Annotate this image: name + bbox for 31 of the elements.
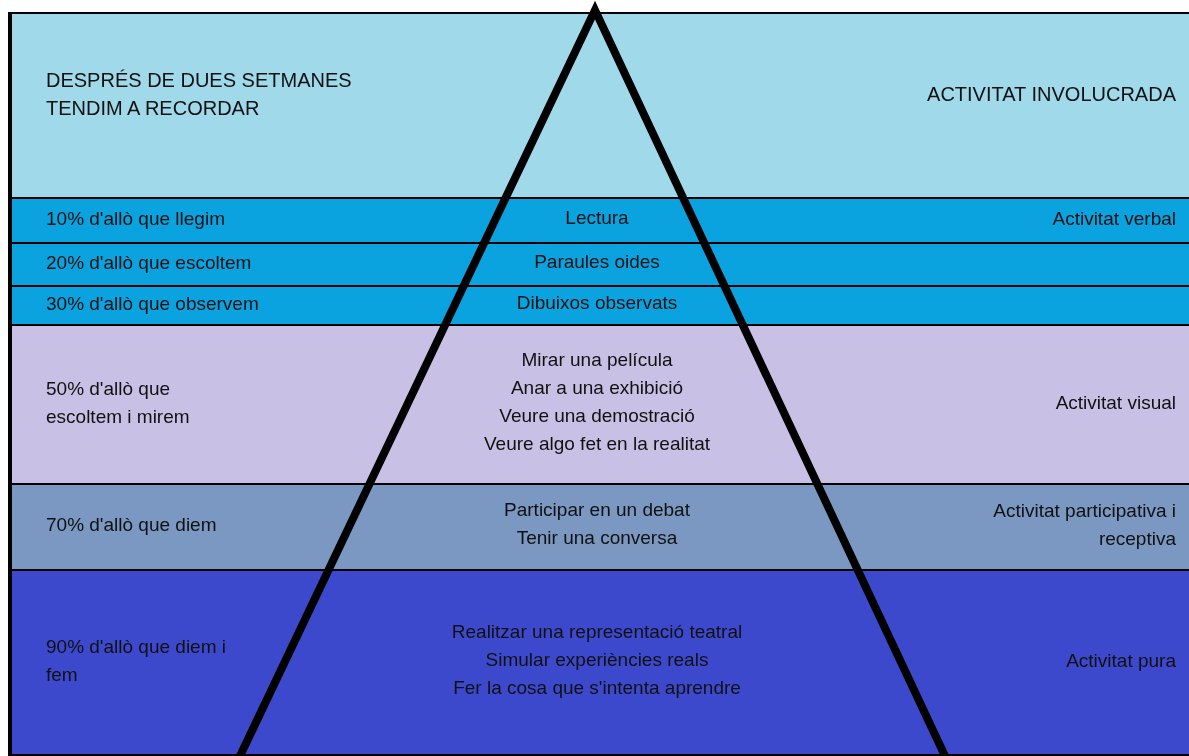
activity-text: Paraules oides — [533, 249, 661, 274]
retention-text: 20% d'allò que escoltem — [46, 250, 253, 275]
activity-text: Anar a una exhibició — [509, 375, 685, 400]
activity-text: Tenir una conversa — [515, 526, 679, 550]
activity-text: Lectura — [564, 205, 630, 230]
retention-text: 10% d'allò que llegim — [46, 206, 226, 231]
percentage-band — [8, 569, 1189, 756]
activity-type-text: Activitat pura — [1065, 648, 1176, 673]
activity-type-text: Activitat visual — [1054, 390, 1176, 415]
activity-text: Fer la cosa que s'intenta aprendre — [452, 675, 742, 700]
activity-text: Veure una demostració — [498, 403, 696, 428]
retention-text: 90% d'allò que diem i fem — [46, 634, 228, 687]
percentage-band — [8, 483, 1189, 571]
activity-text: Participar en un debat — [503, 498, 691, 522]
activity-text: Realitzar una representació teatral — [450, 619, 744, 644]
percentage-band — [8, 197, 1189, 244]
column-heading: ACTIVITAT INVOLUCRADA — [926, 81, 1176, 107]
percentage-band — [8, 324, 1189, 485]
column-heading: DESPRÉS DE DUES SETMANES TENDIM A RECORDAR — [46, 67, 353, 121]
activity-type-text: Activitat verbal — [1051, 206, 1176, 231]
activity-text: Veure algo fet en la realitat — [482, 431, 711, 456]
activity-text: Dibuixos observats — [515, 290, 679, 315]
activity-type-text: Activitat participativa i receptiva — [992, 499, 1176, 551]
percentage-band — [8, 242, 1189, 287]
retention-text: 50% d'allò que escoltem i mirem — [46, 376, 191, 429]
percentage-band — [8, 285, 1189, 326]
retention-text: 70% d'allò que diem — [46, 513, 218, 537]
retention-text: 30% d'allò que observem — [46, 291, 260, 316]
header-band — [8, 12, 1189, 199]
activity-text: Simular experiències reals — [484, 647, 710, 672]
activity-text: Mirar una película — [520, 347, 674, 372]
